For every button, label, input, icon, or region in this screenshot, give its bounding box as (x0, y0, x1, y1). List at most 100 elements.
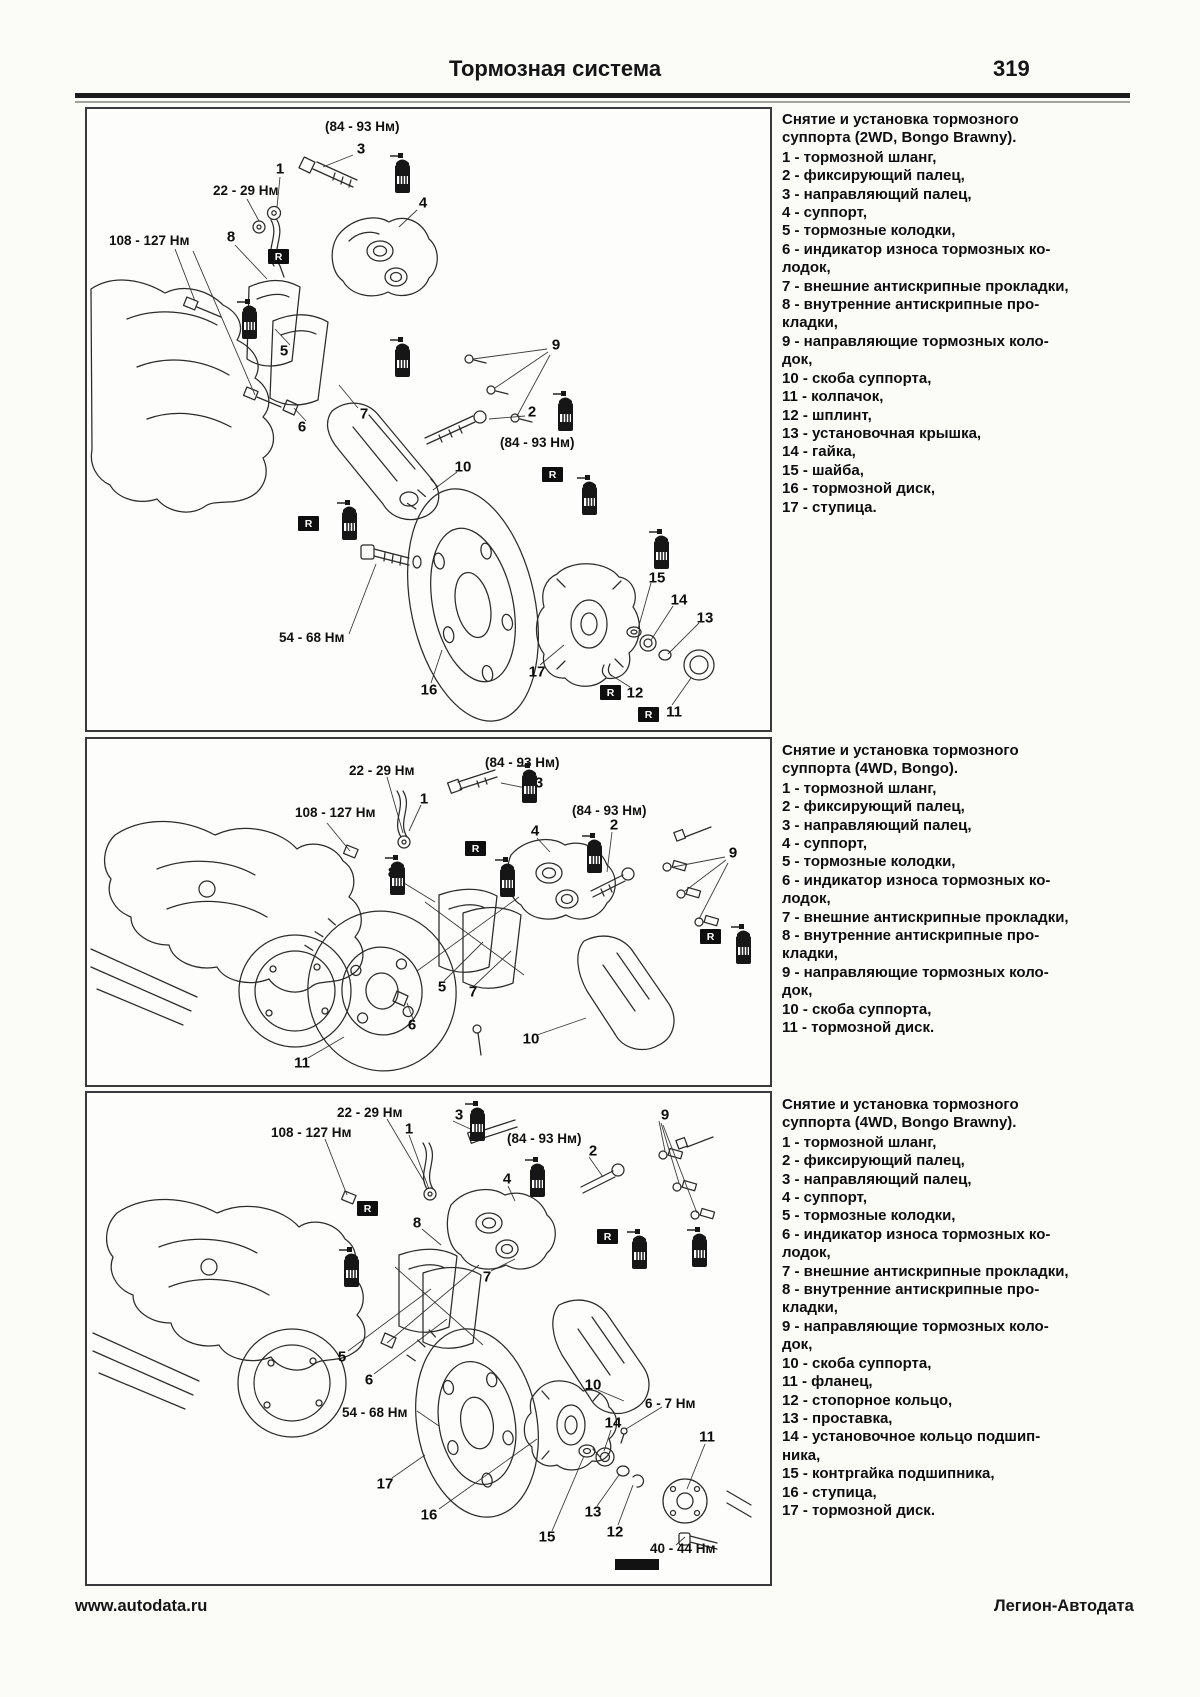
replace-mark: R (298, 516, 319, 531)
part-number-label: 12 (626, 684, 644, 702)
legend-item: 1 - тормозной шланг, (782, 148, 937, 166)
legend-item: 8 - внутренние антискрипные про- кладки, (782, 927, 1040, 963)
part-number-label: 15 (648, 569, 666, 587)
part-number-label: 9 (551, 336, 561, 354)
torque-label: 108 - 127 Нм (295, 805, 376, 820)
legend-item: 7 - внешние антискрипные прокладки, (782, 908, 1069, 926)
part-number-label: 1 (275, 160, 285, 178)
torque-label: (84 - 93 Нм) (485, 755, 560, 770)
part-number-label: 14 (670, 591, 688, 609)
legend-item: 3 - направляющий палец, (782, 185, 972, 203)
part-number-label: 5 (279, 342, 289, 360)
torque-label: 40 - 44 Нм (650, 1541, 716, 1556)
legend-item: 2 - фиксирующий палец, (782, 1152, 965, 1170)
brake-diagram-sketch-2 (90, 769, 729, 1072)
brake-diagram-sketch-3 (92, 1118, 752, 1550)
replace-mark: R (597, 1229, 618, 1244)
part-number-label: 6 (364, 1371, 374, 1389)
part-number-label: 2 (588, 1142, 598, 1160)
legend-item: 13 - проставка, (782, 1409, 893, 1427)
legend-item: 17 - тормозной диск. (782, 1501, 935, 1519)
part-number-label: 13 (584, 1503, 602, 1521)
header-rule-thin (75, 101, 1130, 103)
part-number-label: 11 (294, 1054, 310, 1072)
legend-item: 11 - колпачок, (782, 388, 884, 406)
legend-item: 2 - фиксирующий палец, (782, 167, 965, 185)
torque-label: 6 - 7 Нм (645, 1396, 696, 1411)
part-number-label: 13 (696, 609, 714, 627)
part-number-label: 4 (418, 194, 428, 212)
legend-item: 4 - суппорт, (782, 835, 867, 853)
grease-spray-can-icon (577, 471, 601, 517)
replace-mark: R (542, 467, 563, 482)
part-number-label: 5 (337, 1348, 347, 1366)
part-number-label: 6 (297, 418, 307, 436)
watermark-bar (615, 1559, 659, 1570)
grease-spray-can-icon (495, 853, 519, 899)
legend-item: 10 - скоба суппорта, (782, 1354, 932, 1372)
torque-label: (84 - 93 Нм) (507, 1131, 582, 1146)
legend-item: 1 - тормозной шланг, (782, 779, 937, 797)
part-number-label: 11 (699, 1428, 715, 1446)
part-number-label: 2 (527, 403, 537, 421)
legend-title: Снятие и установка тормозного суппорта (… (782, 1096, 1019, 1132)
legend-item: 15 - шайба, (782, 461, 864, 479)
legend-items: 1 - тормозной шланг,2 - фиксирующий пале… (782, 149, 1140, 517)
page-title: Тормозная система (448, 56, 662, 81)
part-number-label: 11 (666, 703, 682, 721)
legend-item: 5 - тормозные колодки, (782, 222, 956, 240)
part-number-label: 7 (468, 983, 478, 1001)
legend-item: 4 - суппорт, (782, 204, 867, 222)
grease-spray-can-icon (553, 387, 577, 433)
legend-4wd-bongo: Снятие и установка тормозного суппорта (… (782, 742, 1140, 1038)
part-number-label: 16 (420, 1506, 438, 1524)
footer-site-url: www.autodata.ru (75, 1597, 208, 1615)
grease-spray-can-icon (390, 333, 414, 379)
torque-label: 22 - 29 Нм (213, 183, 279, 198)
legend-2wd-bongo-brawny: Снятие и установка тормозного суппорта (… (782, 111, 1140, 517)
legend-4wd-bongo-brawny: Снятие и установка тормозного суппорта (… (782, 1096, 1140, 1520)
grease-spray-can-icon (687, 1223, 711, 1269)
replace-mark: R (268, 249, 289, 264)
legend-items: 1 - тормозной шланг,2 - фиксирующий пале… (782, 1134, 1140, 1521)
grease-spray-can-icon (627, 1225, 651, 1271)
replace-mark: R (465, 841, 486, 856)
legend-item: 14 - гайка, (782, 443, 856, 461)
replace-mark: R (638, 707, 659, 722)
legend-item: 10 - скоба суппорта, (782, 369, 932, 387)
grease-spray-can-icon (649, 525, 673, 571)
part-number-label: 2 (609, 816, 619, 834)
part-number-label: 9 (728, 844, 738, 862)
legend-item: 11 - тормозной диск. (782, 1019, 935, 1037)
part-number-label: 9 (660, 1106, 670, 1124)
legend-item: 15 - контргайка подшипника, (782, 1465, 995, 1483)
part-number-label: 8 (226, 228, 236, 246)
grease-spray-can-icon (339, 1243, 363, 1289)
replace-mark: R (600, 685, 621, 700)
grease-spray-can-icon (582, 829, 606, 875)
legend-item: 5 - тормозные колодки, (782, 853, 956, 871)
legend-item: 17 - ступица. (782, 498, 877, 516)
legend-item: 3 - направляющий палец, (782, 1170, 972, 1188)
grease-spray-can-icon (390, 149, 414, 195)
part-number-label: 10 (522, 1030, 540, 1048)
part-number-label: 14 (604, 1414, 622, 1432)
part-number-label: 1 (419, 790, 429, 808)
part-number-label: 3 (356, 140, 366, 158)
part-number-label: 17 (528, 663, 546, 681)
torque-label: (84 - 93 Нм) (500, 435, 575, 450)
grease-spray-can-icon (465, 1097, 489, 1143)
legend-item: 10 - скоба суппорта, (782, 1000, 932, 1018)
torque-label: 54 - 68 Нм (342, 1405, 408, 1420)
part-number-label: 7 (482, 1268, 492, 1286)
part-number-label: 1 (404, 1120, 414, 1138)
legend-item: 9 - направляющие тормозных коло- док, (782, 963, 1049, 1000)
grease-spray-can-icon (517, 759, 541, 805)
part-number-label: 10 (454, 458, 472, 476)
footer-brand: Легион-Автодата (994, 1597, 1134, 1615)
grease-spray-can-icon (385, 851, 409, 897)
grease-spray-can-icon (525, 1153, 549, 1199)
